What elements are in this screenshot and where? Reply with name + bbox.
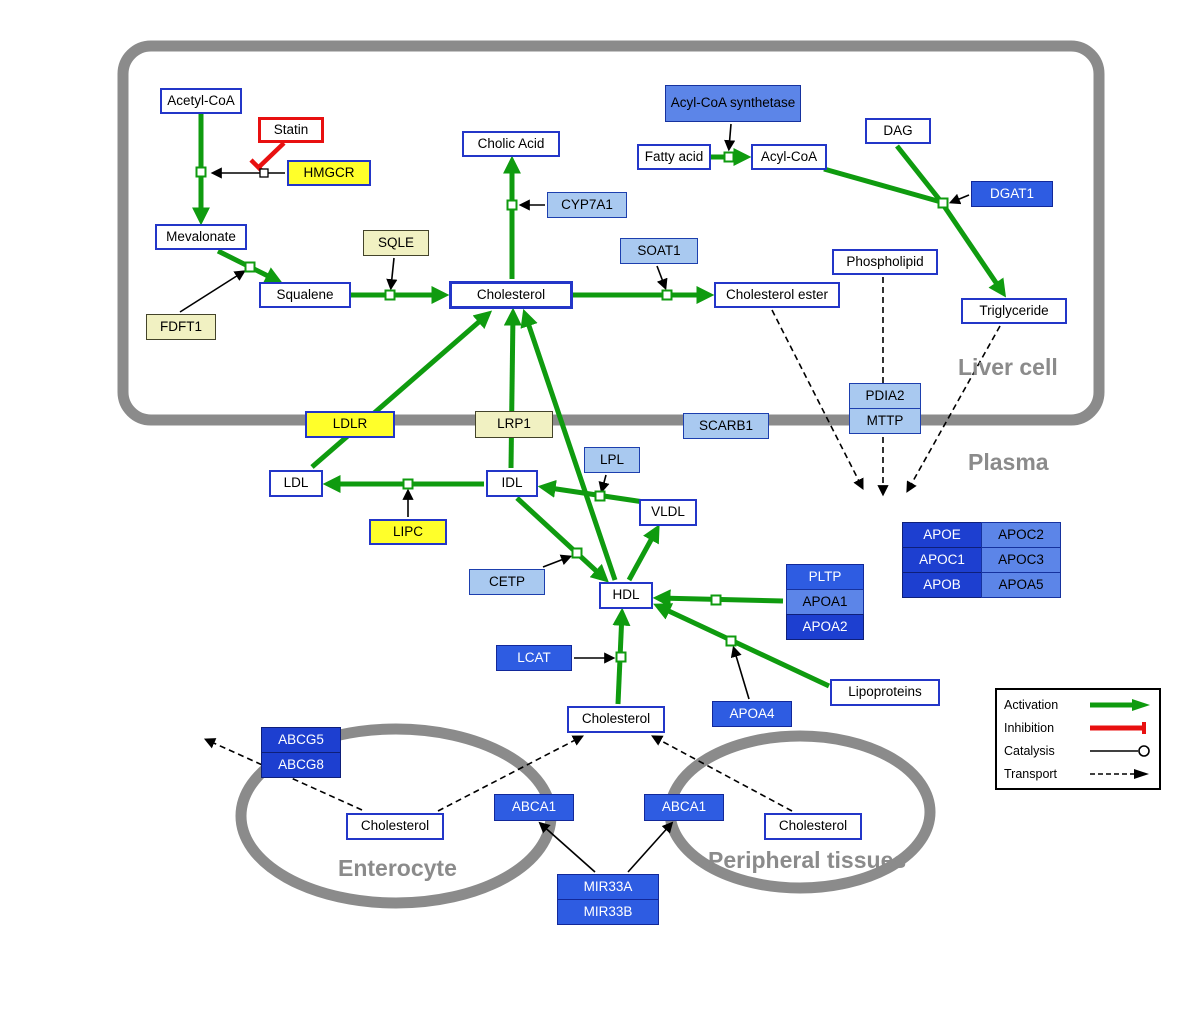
node-pdia2[interactable]: PDIA2 — [849, 383, 921, 409]
node-vldl[interactable]: VLDL — [639, 499, 697, 526]
node-apoa1[interactable]: APOA1 — [786, 589, 864, 615]
liver-cell-label: Liver cell — [958, 354, 1058, 380]
node-statin[interactable]: Statin — [258, 117, 324, 143]
node-apoc1[interactable]: APOC1 — [902, 547, 982, 573]
node-mevalonate[interactable]: Mevalonate — [155, 224, 247, 250]
node-hmgcr[interactable]: HMGCR — [287, 160, 371, 186]
node-apoa5[interactable]: APOA5 — [981, 572, 1061, 598]
catalysis-edges — [179, 123, 970, 873]
node-lipc[interactable]: LIPC — [369, 519, 447, 545]
node-cholesterol-enterocyte[interactable]: Cholesterol — [346, 813, 444, 840]
node-lcat[interactable]: LCAT — [496, 645, 572, 671]
legend-catalysis-label: Catalysis — [1004, 743, 1055, 758]
node-scarb1[interactable]: SCARB1 — [683, 413, 769, 439]
legend-item-catalysis: Catalysis — [1004, 740, 1152, 762]
node-mttp[interactable]: MTTP — [849, 408, 921, 434]
activation-arrow-icon — [1090, 698, 1150, 711]
node-abca1-left[interactable]: ABCA1 — [494, 794, 574, 821]
reaction-nodes — [195, 151, 949, 663]
legend-inhibition-label: Inhibition — [1004, 720, 1055, 735]
node-hdl[interactable]: HDL — [599, 582, 653, 609]
node-dgat1[interactable]: DGAT1 — [971, 181, 1053, 207]
node-abca1-right[interactable]: ABCA1 — [644, 794, 724, 821]
node-dag[interactable]: DAG — [865, 118, 931, 144]
node-apoa2[interactable]: APOA2 — [786, 614, 864, 640]
node-abcg5[interactable]: ABCG5 — [261, 727, 341, 753]
legend-item-inhibition: Inhibition — [1004, 717, 1152, 739]
node-lrp1[interactable]: LRP1 — [475, 411, 553, 438]
node-triglyceride[interactable]: Triglyceride — [961, 298, 1067, 324]
node-cetp[interactable]: CETP — [469, 569, 545, 595]
node-pltp[interactable]: PLTP — [786, 564, 864, 590]
legend: Activation Inhibition Catalysis Transpor… — [995, 688, 1161, 790]
node-cholesterol-ester[interactable]: Cholesterol ester — [714, 282, 840, 308]
legend-item-activation: Activation — [1004, 694, 1152, 716]
liver-cell-membrane — [117, 40, 1105, 426]
node-idl[interactable]: IDL — [486, 470, 538, 497]
node-cholesterol-peripheral[interactable]: Cholesterol — [764, 813, 862, 840]
enterocyte-label: Enterocyte — [338, 855, 457, 881]
node-mir33b[interactable]: MIR33B — [557, 899, 659, 925]
node-apob[interactable]: APOB — [902, 572, 982, 598]
node-apoa4[interactable]: APOA4 — [712, 701, 792, 727]
node-sqle[interactable]: SQLE — [363, 230, 429, 256]
node-lipoproteins[interactable]: Lipoproteins — [830, 679, 940, 706]
node-squalene[interactable]: Squalene — [259, 282, 351, 308]
plasma-label: Plasma — [968, 449, 1049, 475]
node-apoc3[interactable]: APOC3 — [981, 547, 1061, 573]
node-apoe[interactable]: APOE — [902, 522, 982, 548]
node-fdft1[interactable]: FDFT1 — [146, 314, 216, 340]
node-soat1[interactable]: SOAT1 — [620, 238, 698, 264]
catalysis-circle-icon — [1090, 744, 1150, 757]
node-ldlr[interactable]: LDLR — [305, 411, 395, 438]
node-cholesterol-liver[interactable]: Cholesterol — [449, 281, 573, 309]
transport-arrow-icon — [1090, 768, 1149, 779]
activation-edges — [192, 113, 1007, 705]
node-cholesterol-plasma[interactable]: Cholesterol — [567, 706, 665, 733]
node-cholic-acid[interactable]: Cholic Acid — [462, 131, 560, 157]
node-acetyl-coa[interactable]: Acetyl-CoA — [160, 88, 242, 114]
inhibition-bar-icon — [1090, 721, 1146, 734]
node-abcg8[interactable]: ABCG8 — [261, 752, 341, 778]
node-acyl-coa-synthetase[interactable]: Acyl-CoA synthetase — [665, 85, 801, 122]
node-fatty-acid[interactable]: Fatty acid — [637, 144, 711, 170]
legend-activation-label: Activation — [1004, 697, 1059, 712]
node-acyl-coa[interactable]: Acyl-CoA — [751, 144, 827, 170]
node-apoc2[interactable]: APOC2 — [981, 522, 1061, 548]
legend-item-transport: Transport — [1004, 763, 1152, 785]
legend-transport-label: Transport — [1004, 766, 1058, 781]
node-cyp7a1[interactable]: CYP7A1 — [547, 192, 627, 218]
node-ldl[interactable]: LDL — [269, 470, 323, 497]
node-mir33a[interactable]: MIR33A — [557, 874, 659, 900]
node-lpl[interactable]: LPL — [584, 447, 640, 473]
node-phospholipid[interactable]: Phospholipid — [832, 249, 938, 275]
peripheral-tissues-label: Peripheral tissues — [708, 847, 907, 873]
